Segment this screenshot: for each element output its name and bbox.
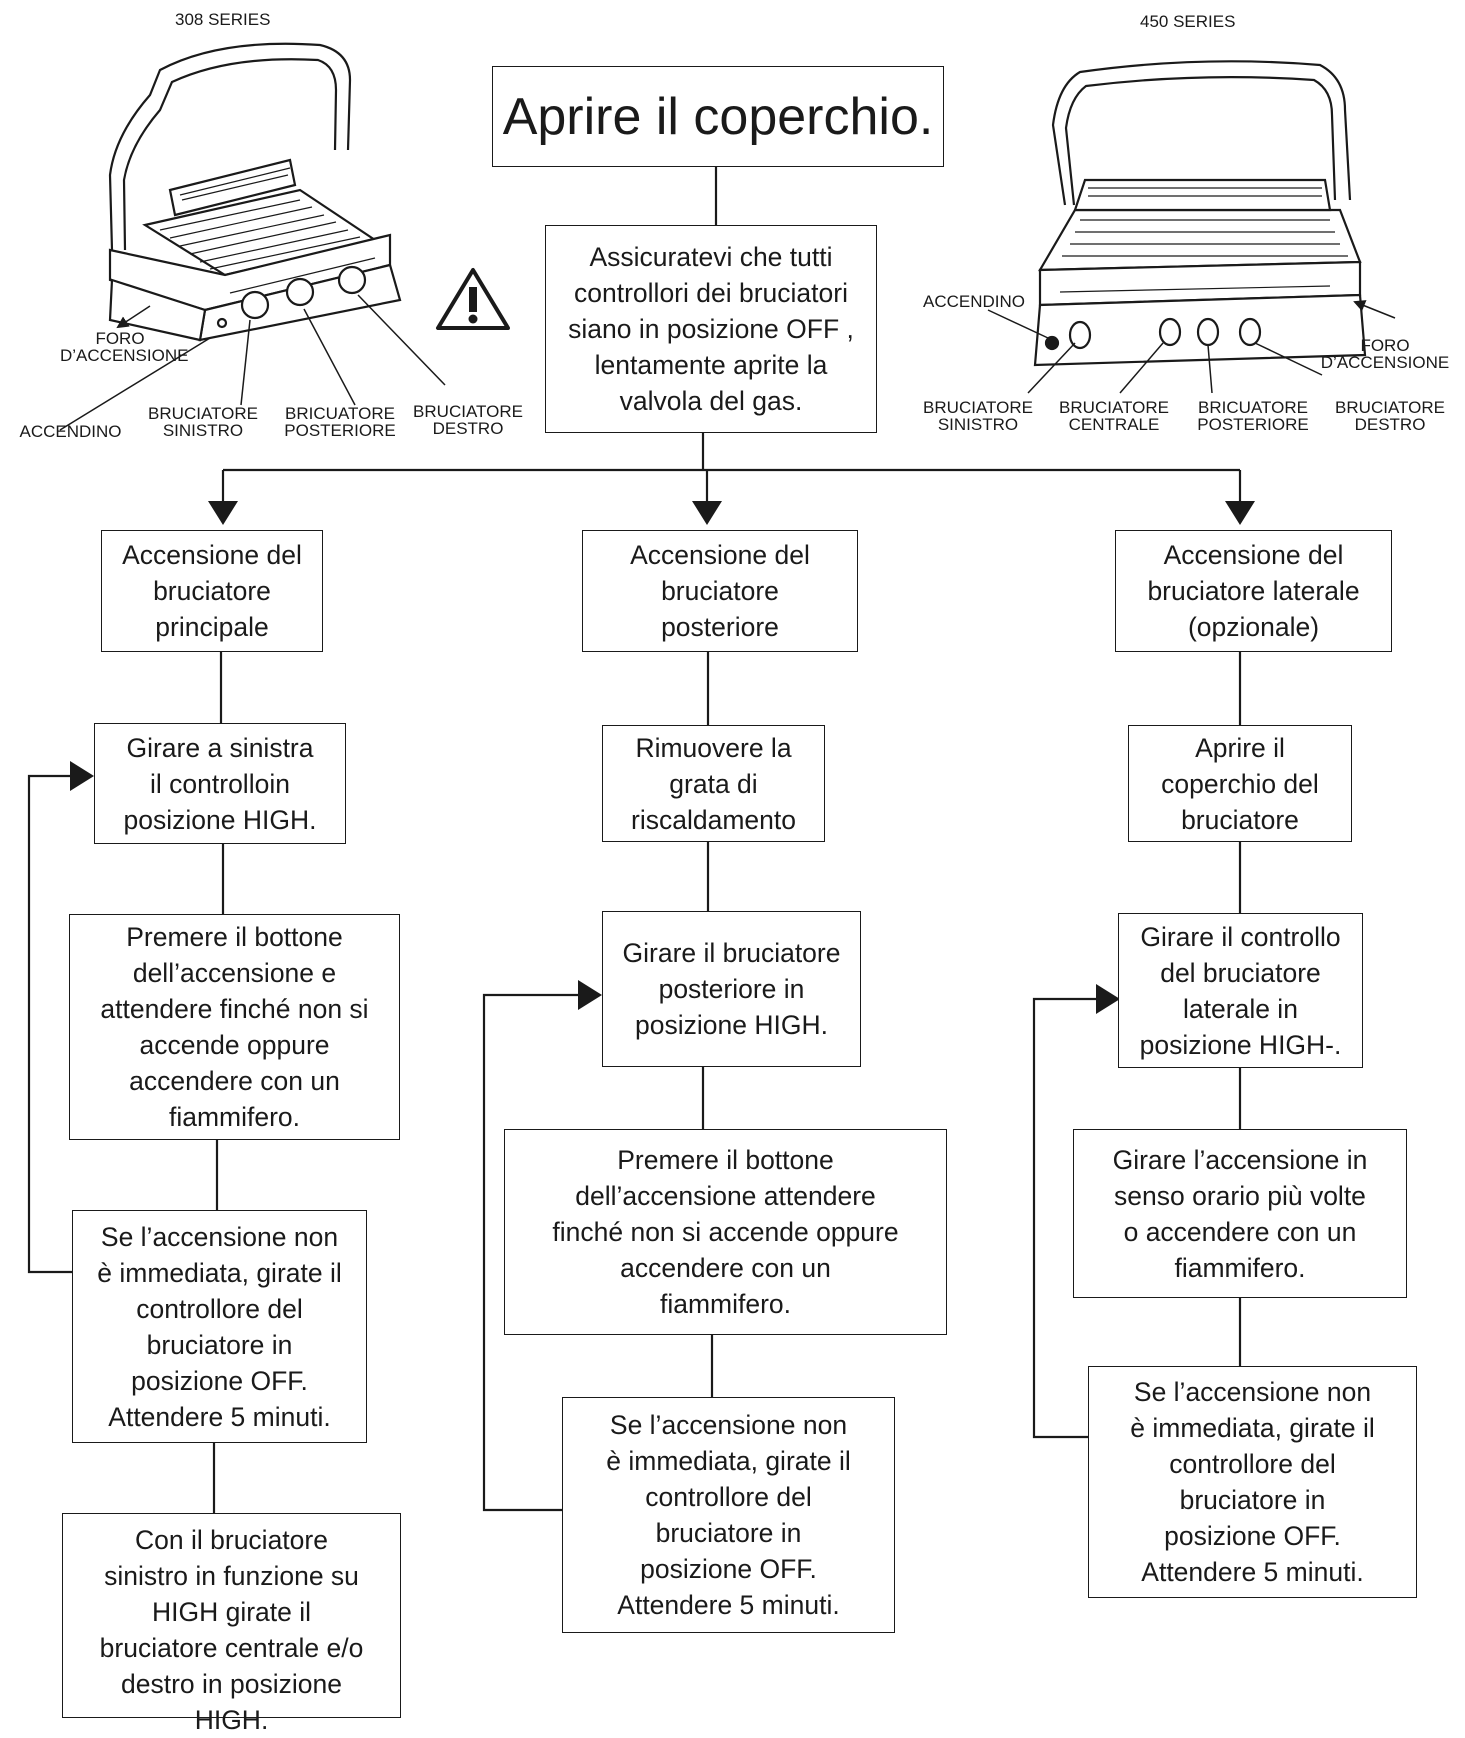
grill-308-rear-burner-label: BRICUATORE POSTERIORE (284, 404, 396, 440)
side-step-1-box: Aprire il coperchio del bruciatore (1128, 725, 1352, 842)
grill-450-grates (1059, 187, 1348, 293)
main-step-1-box: Girare a sinistra il controlloin posizio… (94, 723, 346, 844)
grill-450-center-burner-label: BRUCIATORE CENTRALE (1059, 398, 1169, 434)
side-step-4-box: Se l’accensione non è immediata, girate … (1088, 1366, 1417, 1598)
rear-burner-title-box: Accensione del bruciatore posteriore (582, 530, 858, 652)
grill-450-right-burner-label: BRUCIATORE DESTRO (1335, 398, 1445, 434)
grill-308-left-burner-label: BRUCIATORE SINISTRO (148, 404, 258, 440)
rear-step-3-box: Premere il bottone dell’accensione atten… (504, 1129, 947, 1335)
rear-step-1-box: Rimuovere la grata di riscaldamento (602, 725, 825, 842)
grill-450-left-burner-label: BRUCIATORE SINISTRO (923, 398, 1033, 434)
grill-308-leaders (59, 294, 446, 431)
ensure-off-box: Assicuratevi che tutti controllori dei b… (545, 225, 877, 433)
grill-308-grates (159, 167, 376, 294)
grill-450-rear-burner-label: BRICUATORE POSTERIORE (1197, 398, 1309, 434)
side-burner-title-box: Accensione del bruciatore laterale (opzi… (1115, 530, 1392, 652)
side-step-2-box: Girare il controllo del bruciatore later… (1118, 913, 1363, 1068)
grill-308-illustration (108, 42, 402, 342)
grill-450-illustration (1033, 60, 1367, 367)
grill-450-leaders (987, 300, 1396, 394)
main-step-3-box: Se l’accensione non è immediata, girate … (72, 1210, 367, 1443)
series-450-label: 450 SERIES (1140, 12, 1236, 31)
series-308-label: 308 SERIES (175, 10, 271, 29)
rear-step-2-box: Girare il bruciatore posteriore in posiz… (602, 911, 861, 1067)
side-step-3-box: Girare l’accensione in senso orario più … (1073, 1129, 1407, 1298)
grill-308-right-burner-label: BRUCIATORE DESTRO (413, 402, 523, 438)
open-lid-box: Aprire il coperchio. (492, 66, 944, 167)
main-step-2-box: Premere il bottone dell’accensione e att… (69, 914, 400, 1140)
grill-450-igniter-label: ACCENDINO (922, 292, 1025, 311)
rear-step-4-box: Se l’accensione non è immediata, girate … (562, 1397, 895, 1633)
main-burner-title-box: Accensione del bruciatore principale (101, 530, 323, 652)
warning-icon (436, 268, 510, 330)
grill-450-ignition-hole-label: FORO D’ACCENSIONE (1320, 336, 1450, 372)
main-step-4-box: Con il bruciatore sinistro in funzione s… (62, 1513, 401, 1735)
grill-308-ignition-hole-label: FORO D’ACCENSIONE (60, 329, 189, 365)
grill-308-igniter-label: ACCENDINO (19, 422, 122, 441)
